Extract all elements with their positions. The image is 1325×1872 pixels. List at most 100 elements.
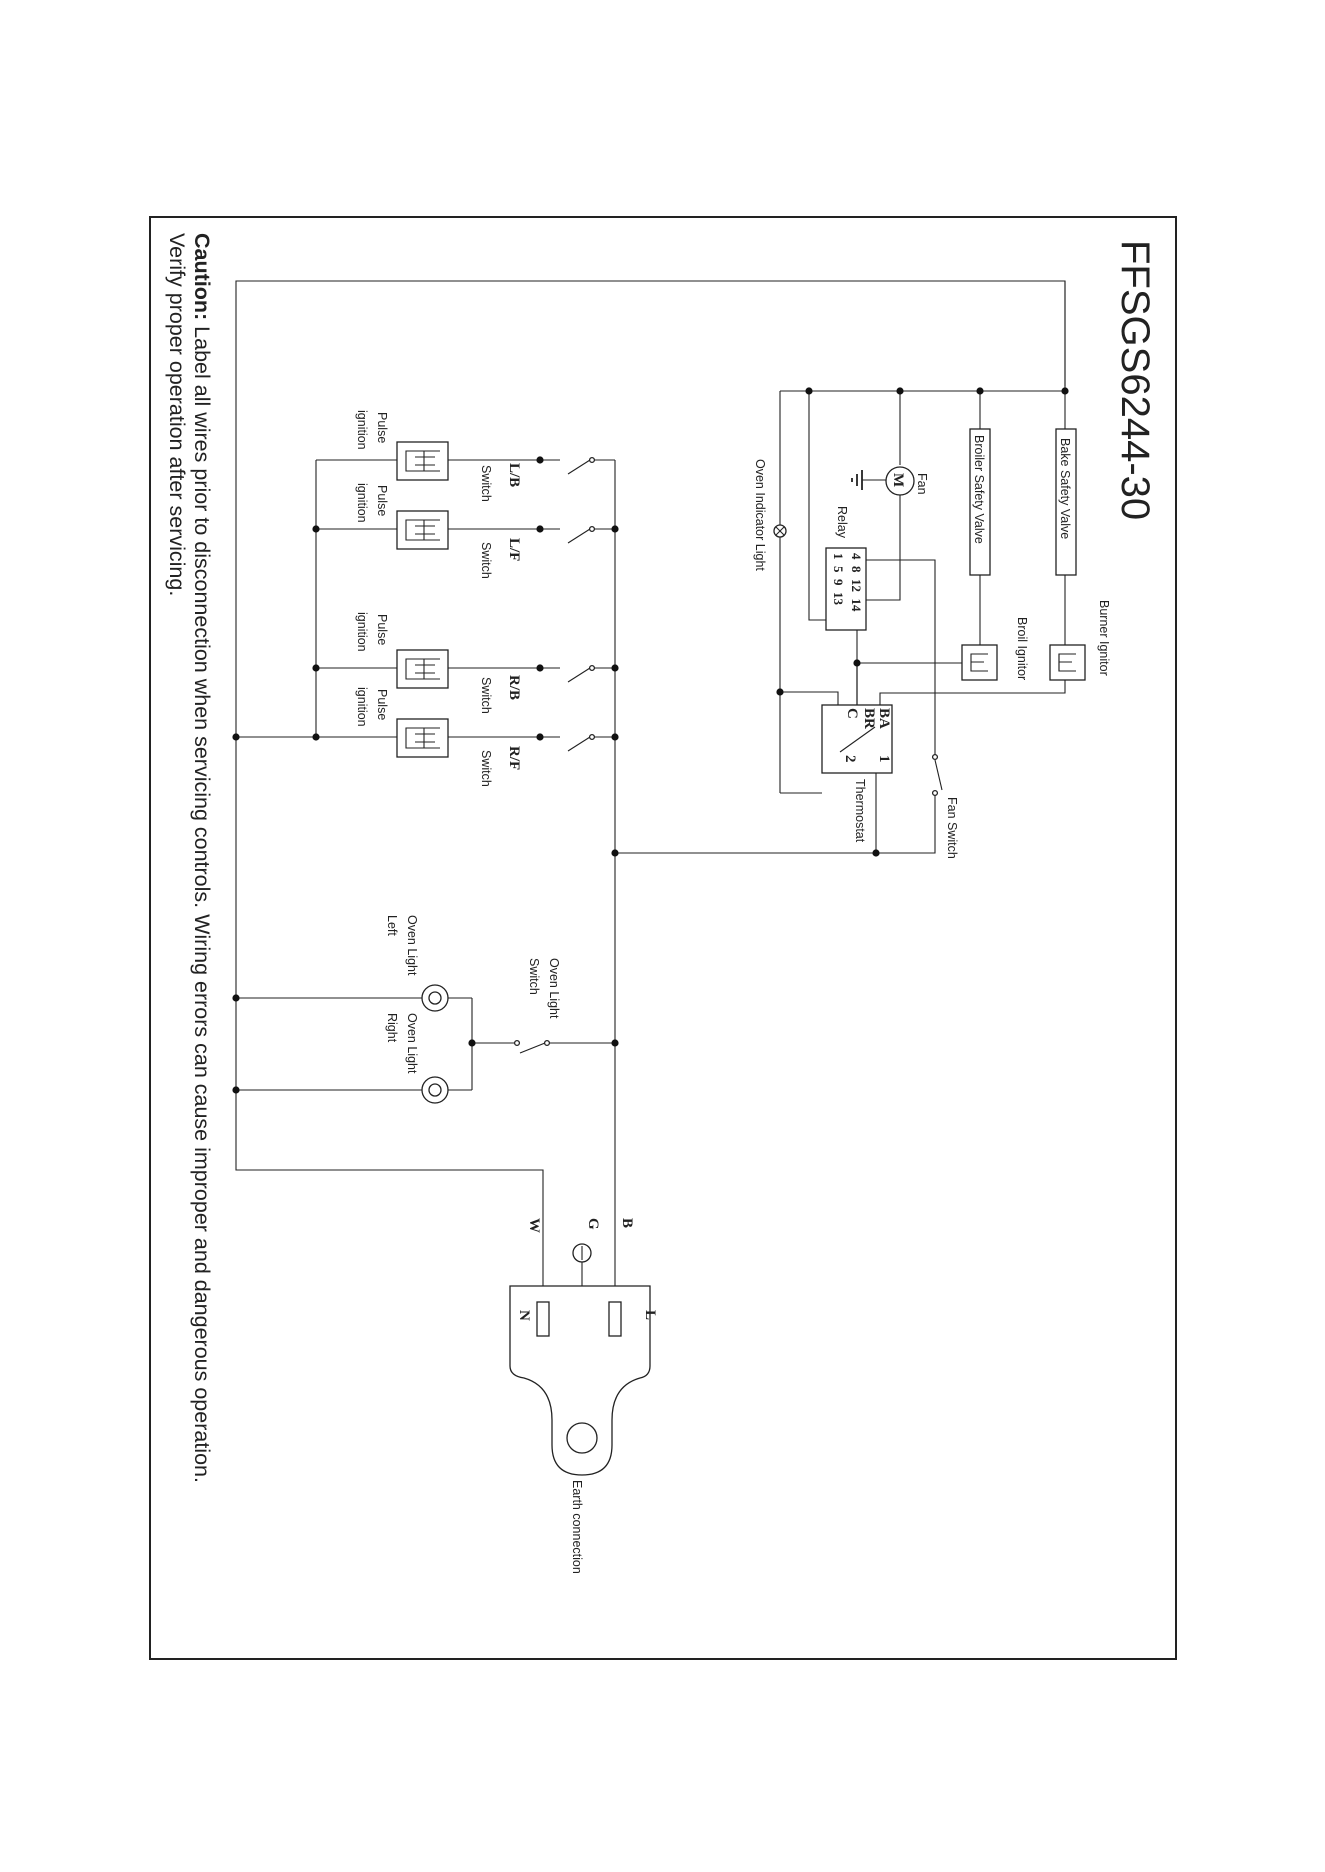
pulse-ignition-icon bbox=[405, 519, 440, 541]
junction-dot bbox=[468, 1039, 476, 1047]
burner-switch-lb: L/B Switch Pulse ignition bbox=[355, 410, 596, 502]
junction-dots bbox=[232, 387, 1069, 1094]
pulse-ignition-icon bbox=[405, 450, 440, 472]
plug-pin-l bbox=[608, 1301, 622, 1337]
fan-relay-wire bbox=[866, 497, 901, 601]
thermostat-terminal-1: 1 bbox=[876, 755, 892, 763]
burner-ignitor: Burner Ignitor bbox=[1049, 600, 1111, 681]
oven-light-right: Oven Light Right bbox=[385, 1013, 449, 1104]
junction-dot bbox=[312, 525, 320, 533]
caution-label: Caution: bbox=[190, 233, 214, 320]
junction-dot bbox=[611, 733, 619, 741]
junction-dot bbox=[536, 664, 544, 672]
caution-text-1: Label all wires prior to disconnection w… bbox=[190, 320, 214, 1483]
broiler-safety-valve: Broiler Safety Valve bbox=[969, 428, 991, 576]
oven-light-switch-contact bbox=[543, 1039, 551, 1047]
junction-dot bbox=[611, 849, 619, 857]
junction-dot bbox=[872, 849, 880, 857]
burner-ignitor-coil-icon bbox=[1058, 653, 1076, 672]
junction-dot bbox=[611, 525, 619, 533]
burner-switch-label: Switch bbox=[479, 677, 493, 714]
broil-ignitor: Broil Ignitor bbox=[961, 617, 1029, 681]
relay: 4 8 12 14 1 5 9 13 Relay bbox=[825, 506, 867, 631]
burner-switch-rb: R/B Switch Pulse ignition bbox=[355, 612, 596, 714]
burner-switch-label: Switch bbox=[479, 465, 493, 502]
junction-dot bbox=[536, 525, 544, 533]
switch-blade-rf bbox=[567, 736, 591, 752]
junction-dot bbox=[312, 664, 320, 672]
plug-pin-n-label: N bbox=[516, 1310, 532, 1321]
pulse-ignition-label-1: Pulse bbox=[375, 614, 389, 645]
junction-dot bbox=[232, 994, 240, 1002]
pulse-ignition-label-2: ignition bbox=[355, 687, 369, 727]
broil-ignitor-label: Broil Ignitor bbox=[1015, 617, 1029, 680]
junction-dot bbox=[805, 387, 813, 395]
oven-light-switch: Oven Light Switch bbox=[513, 958, 561, 1047]
diagram-title: FFSGS6244-30 bbox=[1113, 240, 1157, 520]
oven-indicator-light: Oven Indicator Light bbox=[753, 459, 787, 571]
plug-pin-l-label: L bbox=[642, 1310, 658, 1320]
earth-terminal-icon bbox=[566, 1422, 598, 1454]
switch-blade-lf bbox=[567, 528, 591, 544]
indicator-lamp-icon-x2 bbox=[775, 526, 785, 536]
lead-label-b: B bbox=[619, 1218, 635, 1228]
lead-label-w: W bbox=[526, 1218, 542, 1233]
thermostat-terminal-br: BR bbox=[861, 708, 877, 729]
fan-switch-upper-wire bbox=[866, 559, 936, 755]
pulse-ignition-module bbox=[396, 441, 449, 481]
lead-label-g: G bbox=[585, 1218, 601, 1230]
junction-dot bbox=[232, 1086, 240, 1094]
burner-switch-code: R/B bbox=[506, 675, 522, 700]
pulse-ignition-icon bbox=[405, 658, 440, 680]
burner-ignitor-label: Burner Ignitor bbox=[1097, 600, 1111, 676]
switch-contact bbox=[588, 733, 596, 741]
burner-switch-label: Switch bbox=[479, 542, 493, 579]
thermostat: BA BR C 1 2 Thermostat bbox=[821, 704, 893, 843]
pulse-ignition-label-2: ignition bbox=[355, 612, 369, 652]
oven-light-switch-label-1: Oven Light bbox=[547, 958, 561, 1019]
broiler-safety-valve-label: Broiler Safety Valve bbox=[972, 435, 986, 544]
power-plug: B G W L N Earth connection bbox=[509, 1218, 658, 1574]
fan-motor: M Fan bbox=[885, 466, 929, 496]
burner-switch-code: R/F bbox=[506, 746, 522, 770]
relay-label: Relay bbox=[835, 506, 849, 539]
thermostat-body bbox=[821, 704, 893, 774]
oven-light-switch-contact bbox=[513, 1039, 521, 1047]
oven-light-left-label-1: Oven Light bbox=[405, 915, 419, 976]
broiler-safety-valve-body bbox=[969, 428, 991, 576]
junction-dot bbox=[611, 1039, 619, 1047]
oven-light-left: Oven Light Left bbox=[385, 915, 449, 1012]
switch-contact bbox=[588, 525, 596, 533]
junction-dot bbox=[312, 733, 320, 741]
thermostat-label: Thermostat bbox=[853, 779, 867, 843]
thermostat-terminal-c: C bbox=[844, 708, 860, 719]
fan-switch-contact bbox=[931, 753, 939, 761]
junction-dot bbox=[536, 733, 544, 741]
broil-ignitor-coil-icon bbox=[970, 653, 988, 672]
pulse-ignition-label-2: ignition bbox=[355, 483, 369, 523]
oven-light-switch-blade bbox=[519, 1042, 546, 1054]
fan-motor-symbol: M bbox=[890, 473, 906, 487]
switch-contact bbox=[588, 664, 596, 672]
pulse-ignition-module bbox=[396, 510, 449, 550]
junction-dot bbox=[611, 664, 619, 672]
oven-light-switch-label-2: Switch bbox=[527, 958, 541, 995]
oven-light-right-label-1: Oven Light bbox=[405, 1013, 419, 1074]
burner-switch-code: L/F bbox=[506, 538, 522, 561]
burner-switch-rf: R/F Switch Pulse ignition bbox=[355, 687, 596, 787]
junction-dot bbox=[1061, 387, 1069, 395]
bake-safety-valve-label: Bake Safety Valve bbox=[1058, 438, 1072, 539]
switch-contact bbox=[588, 456, 596, 464]
junction-dot bbox=[536, 456, 544, 464]
bulb-icon-inner bbox=[428, 991, 442, 1005]
pulse-ignition-label-1: Pulse bbox=[375, 689, 389, 720]
junction-dot bbox=[232, 733, 240, 741]
burner-switch-code: L/B bbox=[506, 463, 522, 487]
earth-connection-label: Earth connection bbox=[570, 1480, 584, 1574]
junction-dot bbox=[896, 387, 904, 395]
relay-body bbox=[825, 547, 867, 631]
thermostat-c-wire bbox=[780, 691, 839, 705]
caution-line-2: Verify proper operation after servicing. bbox=[165, 233, 189, 596]
thermostat-terminal-2: 2 bbox=[842, 755, 858, 763]
